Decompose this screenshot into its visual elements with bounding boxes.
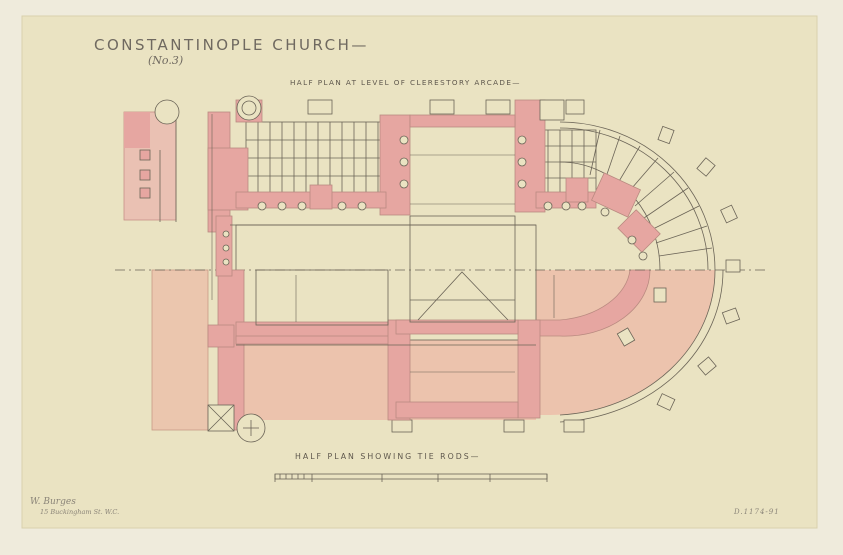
architect-signature: W. Burges bbox=[30, 497, 76, 507]
staircase-tower bbox=[123, 99, 180, 222]
corner-turrets bbox=[207, 95, 565, 443]
dimension-lines bbox=[211, 114, 555, 373]
architect-address: 15 Buckingham St. W.C. bbox=[40, 508, 120, 516]
nave-interior-lines bbox=[230, 215, 536, 346]
museum-reference: D.1174-91 bbox=[734, 508, 780, 516]
apse-buttresses bbox=[307, 99, 741, 433]
upper-aisle-grid-left bbox=[245, 121, 387, 195]
plan-caption-bottom: HALF PLAN SHOWING TIE RODS— bbox=[295, 452, 481, 461]
drawing-title: CONSTANTINOPLE CHURCH— bbox=[94, 36, 369, 54]
floor-plan bbox=[115, 95, 765, 482]
left-buttress-wall bbox=[151, 269, 209, 431]
arcade-columns bbox=[222, 135, 648, 266]
drawing-number: (No.3) bbox=[148, 54, 184, 67]
scale-bar bbox=[274, 473, 548, 482]
stair-well-circle bbox=[154, 99, 180, 125]
plan-caption-top: HALF PLAN AT LEVEL OF CLERESTORY ARCADE— bbox=[290, 78, 521, 87]
